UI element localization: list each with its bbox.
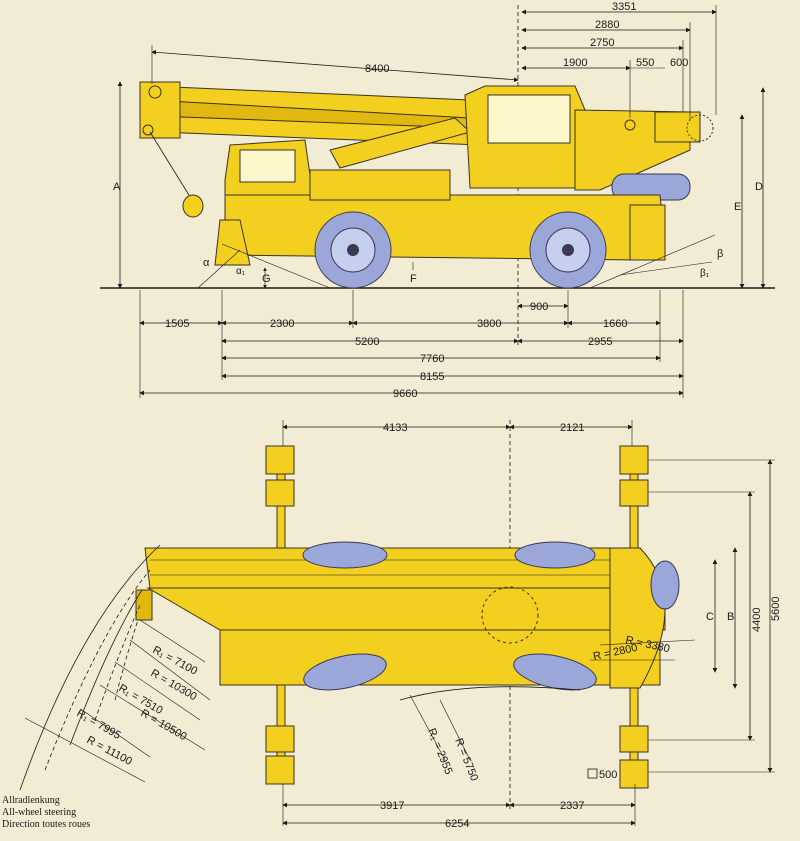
top-view: R₁ = 7100 R = 10300 R₁ = 7510 R = 10500 …	[19, 420, 782, 830]
radius-r-5750: R = 5750	[452, 737, 480, 783]
dim-5200: 5200	[355, 336, 379, 348]
beta1-line	[619, 261, 713, 276]
radius-r1-7995: R₁ = 7995	[75, 707, 123, 742]
dim-1900: 1900	[563, 57, 587, 69]
dim-600: 600	[670, 57, 688, 69]
dim-8400: 8400	[365, 63, 389, 75]
dim-900: 900	[530, 301, 548, 313]
dim-2880: 2880	[595, 19, 619, 31]
dim-a: A	[113, 181, 121, 193]
side-bottom-dims: 1505 2300 3800 900 1660 5200 2955 7760 8…	[139, 290, 684, 400]
approach-angle-line	[197, 249, 241, 289]
side-view: α α₁ β β₁ G F A E D 3351 2880 2750 8400 …	[100, 1, 775, 400]
angle-beta1: β₁	[700, 268, 710, 279]
angle-alpha1: α₁	[236, 266, 246, 277]
dim-c: C	[706, 611, 714, 623]
chassis-box	[309, 169, 451, 201]
top-boom-lower	[146, 587, 666, 631]
dim-4400: 4400	[751, 608, 763, 632]
pad-rl	[265, 755, 295, 785]
dim-500: 500	[599, 769, 617, 781]
pad-fr2	[619, 479, 649, 507]
angle-beta: β	[717, 248, 723, 260]
tyre-fr	[514, 541, 596, 569]
rear-sheave	[686, 114, 714, 142]
dim-1505: 1505	[165, 318, 189, 330]
pad-fl2	[265, 479, 295, 507]
dim-2337: 2337	[560, 800, 584, 812]
dim-2121: 2121	[560, 422, 584, 434]
boom-sheave	[148, 85, 162, 99]
dim-9660: 9660	[393, 388, 417, 400]
dim-2300: 2300	[270, 318, 294, 330]
pivot-pin	[624, 119, 636, 131]
caption-fr: Direction toutes roues	[2, 819, 90, 830]
hook-block	[182, 194, 204, 218]
front-outrigger	[214, 219, 251, 266]
dim-d: D	[755, 181, 763, 193]
alpha1-line	[221, 243, 331, 289]
cabin-window	[487, 94, 571, 144]
rear-wheel-centre	[562, 244, 574, 256]
dim-3917: 3917	[380, 800, 404, 812]
pad-fr	[619, 445, 649, 475]
tyre-rl	[303, 653, 387, 691]
pad-rr2	[619, 725, 649, 753]
pad-size-square	[587, 768, 598, 779]
dim-2955: 2955	[588, 336, 612, 348]
caption: Allradlenkung All-wheel steering Directi…	[2, 795, 90, 830]
dim-2750: 2750	[590, 37, 614, 49]
pad-rl2	[265, 725, 295, 753]
hoist-rope	[149, 131, 193, 201]
dim-3351: 3351	[612, 1, 636, 13]
rear-outrigger	[629, 204, 666, 261]
dim-6254: 6254	[445, 818, 469, 830]
side-top-dims: 3351 2880 2750 8400 1900 550 600	[151, 1, 717, 120]
tyre-fl	[302, 541, 388, 569]
pad-fl	[265, 445, 295, 475]
clearance-f: F	[410, 273, 417, 285]
arc-r-10500	[69, 589, 143, 746]
radius-r-10500: R = 10500	[139, 707, 189, 743]
slewing-ring	[481, 586, 539, 644]
pad-rr	[619, 759, 649, 789]
clearance-g: G	[262, 273, 271, 285]
arc-r1-7100	[114, 619, 139, 701]
dim-550: 550	[636, 57, 654, 69]
arc-r-11100	[19, 544, 161, 791]
caption-en: All-wheel steering	[2, 807, 76, 818]
boom-sheave-lower	[142, 124, 154, 136]
dim-4133: 4133	[383, 422, 407, 434]
radius-r1-2955: R₁ = 2955	[425, 727, 454, 777]
tyre-spare-top	[650, 560, 680, 610]
dim-1660: 1660	[603, 318, 627, 330]
caption-de: Allradlenkung	[2, 795, 60, 806]
dim-b: B	[727, 611, 734, 623]
angle-alpha: α	[203, 257, 210, 269]
dim-7760: 7760	[420, 353, 444, 365]
departure-angle-line	[589, 234, 716, 289]
dim-3800: 3800	[477, 318, 501, 330]
top-boom-head	[135, 589, 153, 621]
dim-8155: 8155	[420, 371, 444, 383]
carrier-window	[239, 149, 296, 183]
arc-r-5750	[399, 686, 581, 701]
arc-r-10300	[94, 604, 141, 721]
dim-5600: 5600	[770, 597, 782, 621]
front-wheel-centre	[347, 244, 359, 256]
dim-e: E	[734, 201, 741, 213]
